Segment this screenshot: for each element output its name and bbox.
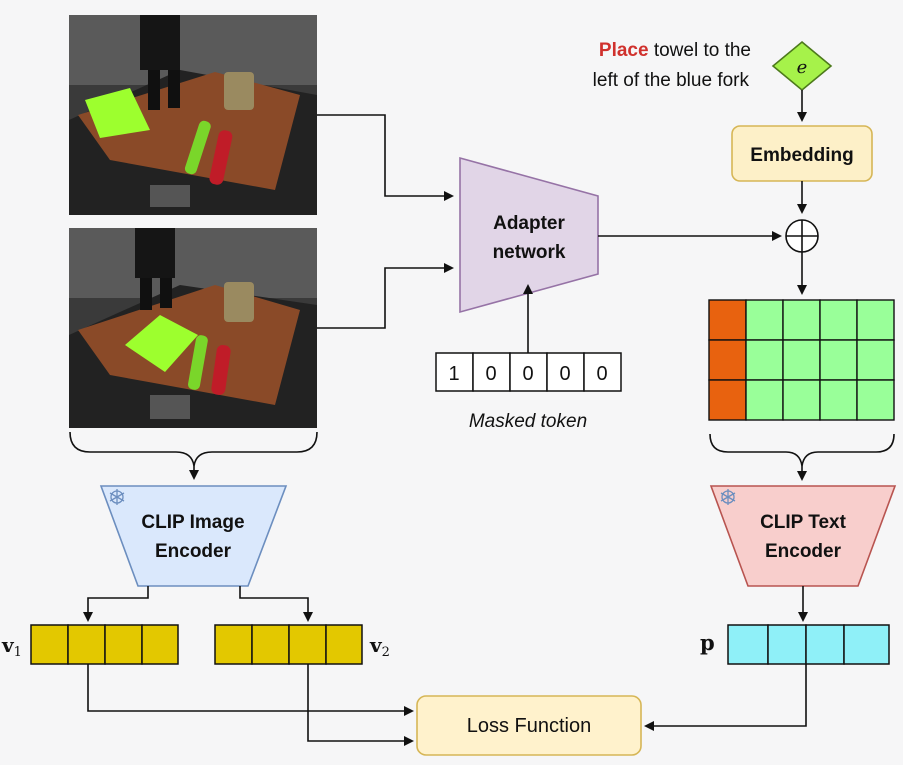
masked-token-vector: 1 0 0 0 0 [435,352,622,392]
p-label: p [700,630,715,655]
v2-label: v2 [369,633,390,660]
adapter-label-line1: Adapter [493,213,565,234]
instruction-line2: left of the blue fork [593,70,750,91]
arrow-bottom-image-to-adapter [317,263,454,329]
masked-token-value: 0 [522,363,533,385]
arrow-v1-to-loss [87,664,414,716]
clip-text-encoder-block [709,485,897,587]
masked-token-value: 1 [448,363,459,385]
robot-gripper [140,15,180,70]
clip-text-encoder-label-line1: CLIP Text [760,512,847,533]
loss-function-label: Loss Function [467,715,592,737]
masked-token-value: 0 [485,363,496,385]
masked-token-caption: Masked token [469,411,587,432]
observation-image-top [69,15,317,215]
embedding-label: Embedding [750,145,853,166]
robot-gripper-2 [135,228,175,278]
masked-token-value: 0 [559,363,570,385]
observation-image-bottom [69,228,317,428]
masked-token-value: 0 [596,363,607,385]
frozen-snowflake-icon [109,489,125,505]
arrow-p-to-loss [644,664,807,731]
adapter-label-line2: network [493,242,566,263]
token-grid [708,299,895,421]
can-shape [224,72,254,110]
instruction-line1: Place towel to the [599,40,751,61]
arrow-top-image-to-adapter [317,114,454,201]
text-vector-p [727,624,890,665]
arrow-v2-to-loss [307,664,414,746]
green-fork-shape [184,120,211,175]
image-vector-v2 [214,624,363,665]
loss-function-block [416,695,642,756]
frozen-snowflake-icon [720,489,736,505]
towel-shape-moved [125,315,198,372]
sum-operator-icon [785,219,819,253]
clip-image-encoder-block [99,485,288,587]
image-brace [69,431,318,467]
v1-label: v1 [1,633,22,660]
embedding-symbol: e [797,57,808,78]
image-vector-v1 [30,624,179,665]
grid-brace [709,433,895,467]
clip-image-encoder-label-line1: CLIP Image [141,512,244,533]
towel-shape [85,88,150,138]
red-object-shape [209,130,233,185]
clip-image-encoder-label-line2: Encoder [155,541,232,562]
clip-text-encoder-label-line2: Encoder [765,541,842,562]
adapter-network-block [459,156,599,314]
